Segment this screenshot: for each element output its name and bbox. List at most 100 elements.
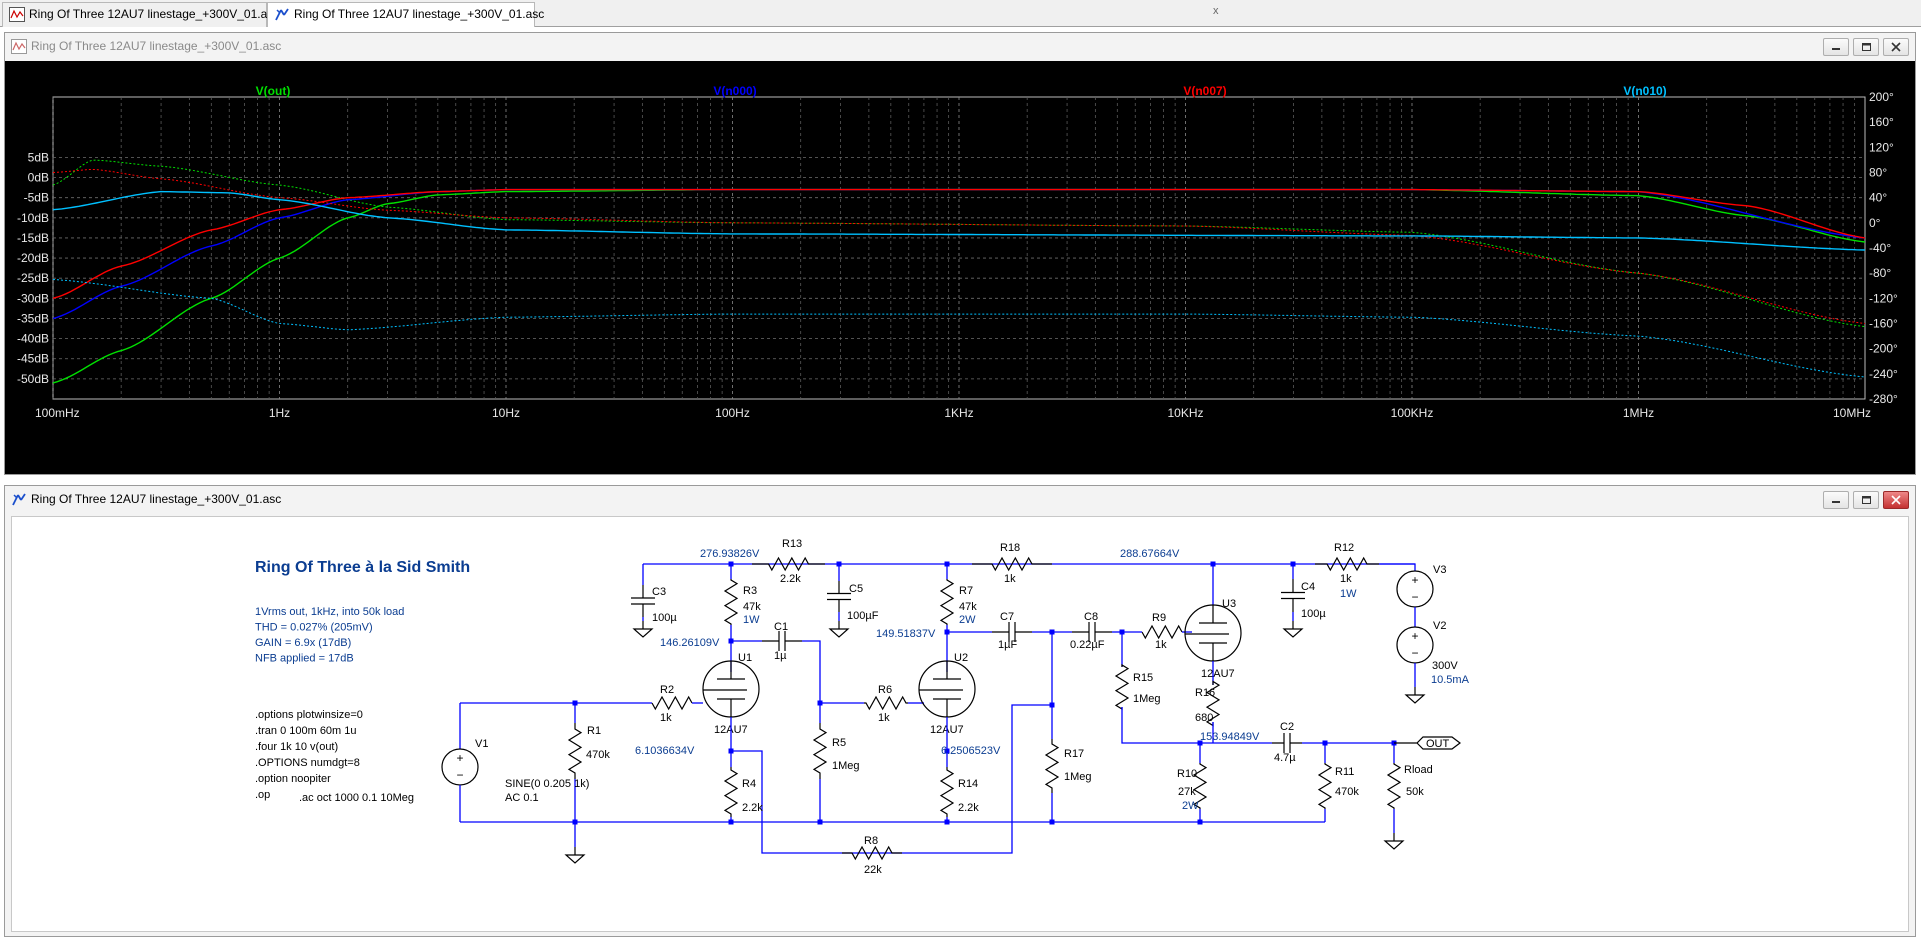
minimize-button[interactable]: [1823, 491, 1849, 509]
window-title-bar[interactable]: Ring Of Three 12AU7 linestage_+300V_01.a…: [5, 486, 1915, 514]
part-label: 1W: [743, 614, 760, 626]
tab-schematic[interactable]: Ring Of Three 12AU7 linestage_+300V_01.a…: [267, 2, 544, 27]
tube-electrodes: [919, 661, 963, 717]
tab-close-icon[interactable]: x: [1213, 5, 1219, 17]
R15: [1114, 663, 1130, 711]
part-label: 1Meg: [832, 760, 860, 772]
part-label: 300V: [1432, 660, 1458, 672]
close-button[interactable]: [1883, 38, 1909, 56]
y-left-tick-label: -45dB: [17, 352, 49, 366]
junction-dot: [944, 819, 950, 825]
C4: [1281, 579, 1305, 612]
restore-button[interactable]: [1853, 491, 1879, 509]
tab-waveform[interactable]: Ring Of Three 12AU7 linestage_+300V_01.a…: [2, 2, 279, 27]
part-label: R8: [864, 835, 878, 847]
magnitude-curve: [52, 190, 1866, 251]
y-right-tick-label: 160°: [1869, 115, 1894, 129]
part-label: 1k: [660, 712, 672, 724]
tab-label: Ring Of Three 12AU7 linestage_+300V_01.a…: [294, 7, 545, 21]
junction-dot: [728, 819, 734, 825]
R11: [1317, 763, 1333, 809]
y-right-tick-label: 200°: [1869, 90, 1894, 104]
R9: [1141, 624, 1183, 640]
R13: [752, 556, 825, 572]
part-label: R9: [1152, 612, 1166, 624]
part-label: R4: [742, 778, 756, 790]
part-label: R13: [782, 538, 802, 550]
restore-button[interactable]: [1853, 38, 1879, 56]
x-tick-label: 100Hz: [715, 406, 750, 420]
minimize-icon: [1832, 501, 1840, 503]
source-minus: −: [1411, 646, 1418, 660]
schematic-icon: [12, 493, 26, 506]
spice-directive: .ac oct 1000 0.1 10Meg: [299, 792, 414, 804]
part-label: 50k: [1406, 786, 1424, 798]
R17: [1044, 739, 1060, 793]
part-label: 100µF: [847, 610, 879, 622]
part-label: 100µ: [652, 612, 677, 624]
schematic-icon: [275, 8, 289, 21]
part-label: R18: [1000, 542, 1020, 554]
part-label: 27k: [1178, 786, 1196, 798]
node-voltage: 146.26109V: [660, 637, 720, 649]
part-label: R11: [1335, 766, 1354, 778]
phase-curve: [52, 159, 1866, 328]
window-title-bar[interactable]: Ring Of Three 12AU7 linestage_+300V_01.a…: [5, 33, 1915, 61]
design-note: THD = 0.027% (205mV): [255, 622, 373, 634]
part-label: R16: [1195, 687, 1215, 699]
part-label: 47k: [959, 601, 977, 613]
spice-directive: .four 1k 10 v(out): [255, 741, 338, 753]
spice-directive: .OPTIONS numdgt=8: [255, 757, 360, 769]
y-left-tick-label: -20dB: [17, 251, 49, 265]
part-label: 1Meg: [1133, 693, 1161, 705]
x-tick-label: 1MHz: [1623, 406, 1654, 420]
y-right-tick-label: -40°: [1869, 241, 1891, 255]
window-title: Ring Of Three 12AU7 linestage_+300V_01.a…: [31, 39, 282, 53]
out-net-flag: [1394, 736, 1461, 750]
part-label: 1k: [878, 712, 890, 724]
node-voltage: 288.67664V: [1120, 548, 1180, 560]
R12: [1315, 556, 1379, 572]
part-label: R6: [878, 684, 892, 696]
R8: [842, 845, 902, 861]
part-label: 2.2k: [780, 573, 801, 585]
minimize-button[interactable]: [1823, 38, 1849, 56]
magnitude-curve: [52, 188, 1866, 299]
part-label: 22k: [864, 864, 882, 876]
waveform-icon: [9, 7, 25, 22]
ground-symbol: [632, 621, 654, 638]
y-right-tick-label: -80°: [1869, 266, 1891, 280]
R6: [864, 695, 908, 711]
part-label: 10.5mA: [1431, 674, 1470, 686]
part-label: Rload: [1404, 764, 1433, 776]
x-tick-label: 10Hz: [492, 406, 520, 420]
node-voltage: 149.51837V: [876, 628, 936, 640]
wire: [802, 640, 821, 703]
C1: [762, 631, 802, 651]
part-label: 680: [1195, 712, 1213, 724]
R14: [939, 767, 955, 817]
window-title: Ring Of Three 12AU7 linestage_+300V_01.a…: [31, 492, 282, 506]
part-label: R1: [587, 725, 601, 737]
part-label: 100µ: [1301, 608, 1326, 620]
y-left-tick-label: 5dB: [28, 150, 49, 164]
source-plus: +: [456, 751, 463, 765]
Rload: [1386, 763, 1402, 809]
spice-directive: .op: [255, 789, 270, 801]
close-icon: [1891, 495, 1901, 505]
part-label: U1: [738, 652, 752, 664]
waveform-viewer-window: Ring Of Three 12AU7 linestage_+300V_01.a…: [4, 32, 1916, 475]
y-left-tick-label: -10dB: [17, 211, 49, 225]
close-icon: [1891, 42, 1901, 52]
close-button[interactable]: [1883, 491, 1909, 509]
part-label: C2: [1280, 721, 1294, 733]
node-voltage: 153.94849V: [1200, 731, 1260, 743]
junction-dot: [1197, 819, 1203, 825]
part-label: 1k: [1155, 639, 1167, 651]
part-label: R3: [743, 585, 757, 597]
R2: [651, 695, 693, 711]
